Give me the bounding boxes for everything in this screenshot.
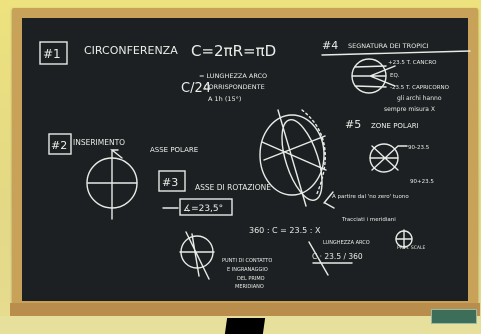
polar-axis-section2 bbox=[88, 150, 137, 219]
section2-title: INSERIMENTO bbox=[73, 138, 125, 147]
section3-title: ASSE DI ROTAZIONE bbox=[195, 183, 271, 192]
contact-note-4: MERIDIANO bbox=[235, 284, 264, 290]
meridian-note-2: Tracciati i meridiani bbox=[341, 217, 396, 223]
section1-title: CIRCONFERENZA bbox=[84, 44, 178, 57]
section2-subtitle: ASSE POLARE bbox=[150, 146, 198, 154]
section2-number: #2 bbox=[51, 139, 67, 152]
polar-bottom-label: 90+23.5 bbox=[410, 179, 434, 185]
section3-number: #3 bbox=[162, 176, 178, 189]
tropic-note-1: gli archi hanno bbox=[397, 95, 442, 102]
section3-angle: ∡=23,5° bbox=[183, 204, 223, 214]
tropic-cancro: +23.5 T. CANCRO bbox=[388, 60, 437, 66]
section5-number: #5 bbox=[345, 118, 361, 131]
section1-number: #1 bbox=[43, 47, 61, 61]
ratio-formula: 360 : C = 23.5 : X bbox=[249, 226, 321, 235]
contact-note-3: DEL PRIMO bbox=[237, 276, 265, 282]
section4-number: #4 bbox=[322, 39, 338, 52]
contact-note-1: PUNTI DI CONTATTO bbox=[222, 258, 272, 264]
equatore-label: EQ. bbox=[390, 73, 400, 79]
section4-title: SEGNATURA DEI TROPICI bbox=[348, 42, 429, 50]
result-fraction: C · 23.5 / 360 bbox=[312, 252, 363, 261]
small-label: PRIM. SCALE bbox=[397, 245, 425, 251]
polar-zone-lines bbox=[370, 146, 407, 170]
arc-note-3: A 1h (15°) bbox=[208, 95, 241, 103]
meridian-note-1: A partire dal 'no zero' tuono bbox=[332, 194, 409, 200]
tropic-lines bbox=[352, 66, 395, 87]
arc-note-1: = LUNGHEZZA ARCO bbox=[199, 72, 267, 80]
polar-top-label: 90-23.5 bbox=[408, 145, 430, 151]
section4-underline bbox=[322, 51, 470, 55]
ratio-note: LUNGHEZZA ARCO bbox=[323, 240, 370, 246]
contact-note-2: E INGRANAGGIO bbox=[227, 267, 268, 273]
arc-note-2: CORRISPONDENTE bbox=[204, 83, 265, 91]
tropic-capricorno: -23.5 T. CAPRICORNO bbox=[390, 85, 450, 91]
section5-title: ZONE POLARI bbox=[371, 122, 419, 130]
section1-formula: C=2πR=πD bbox=[191, 42, 276, 60]
rotation-axis-section3 bbox=[180, 232, 214, 279]
tropic-note-2: sempre misura X bbox=[384, 106, 435, 113]
